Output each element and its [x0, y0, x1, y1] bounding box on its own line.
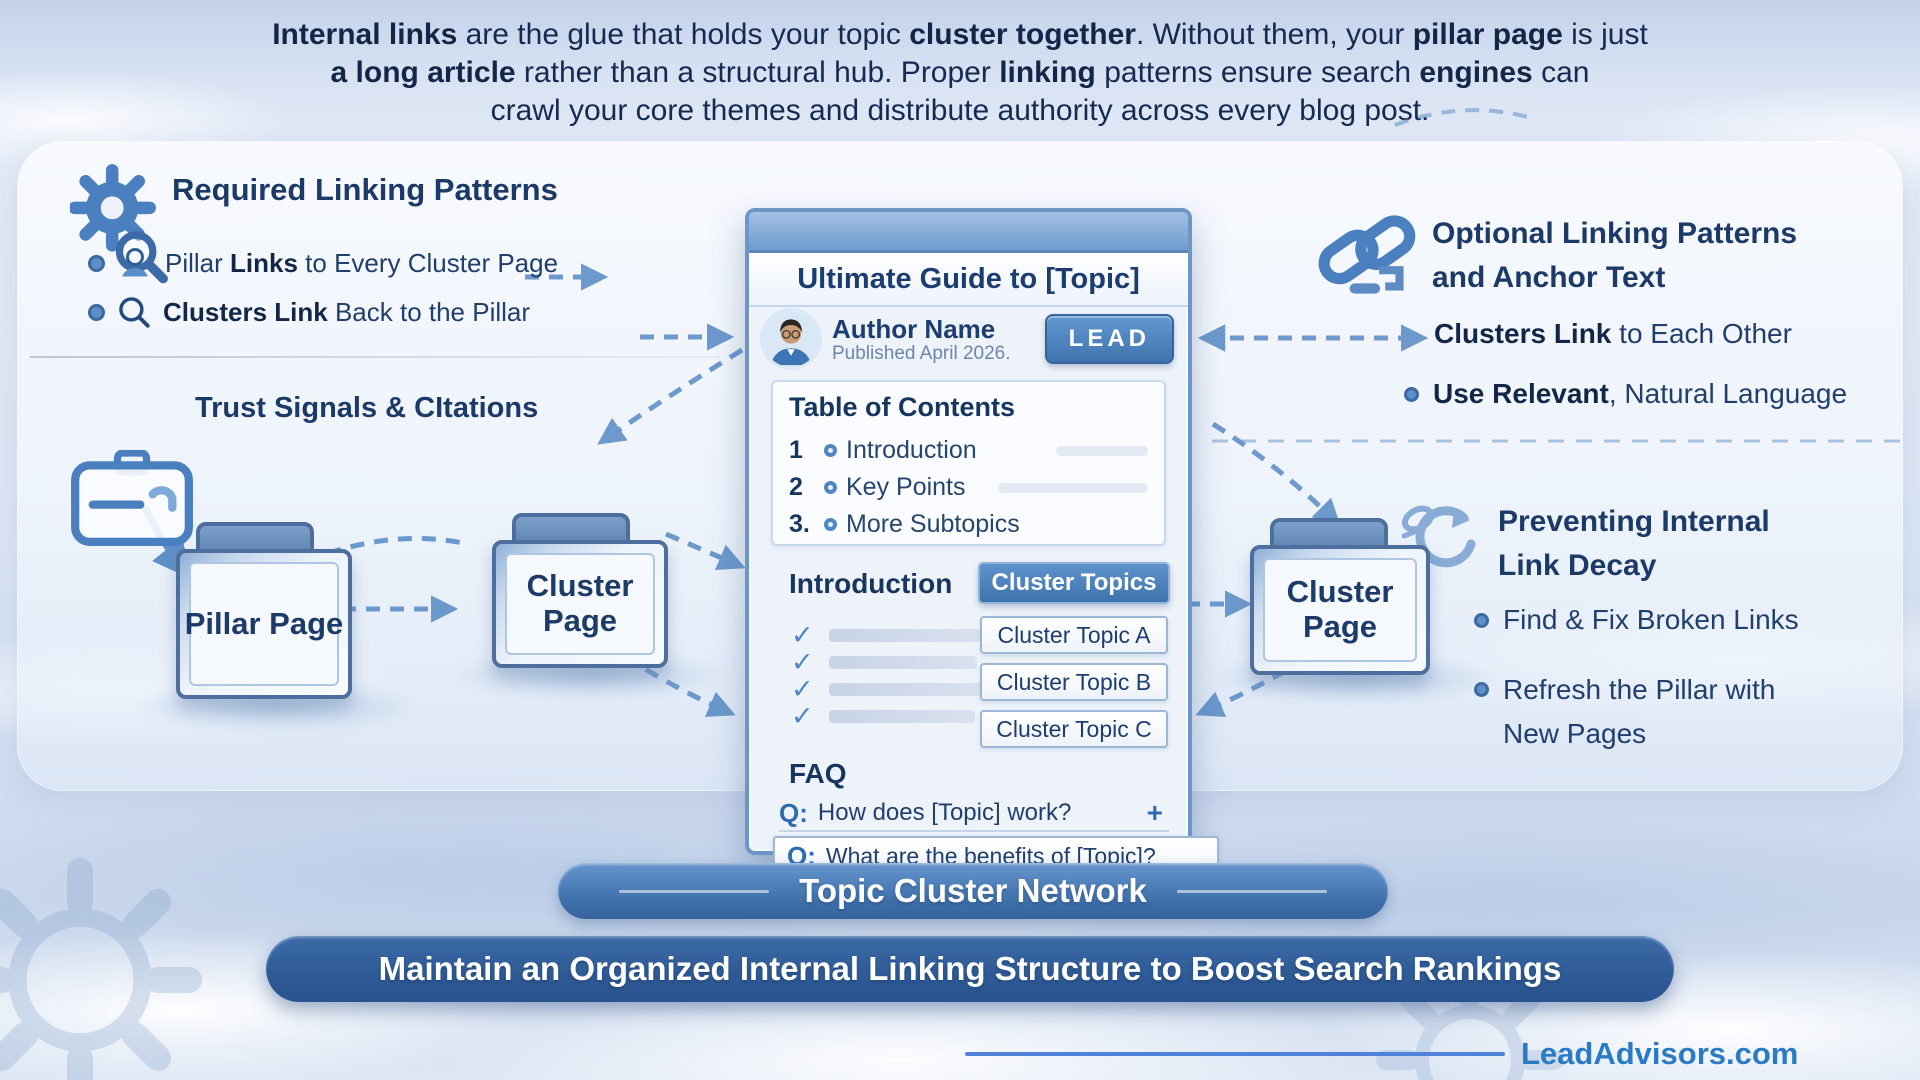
bullet-refresh-pillar: Refresh the Pillar with New Pages — [1474, 668, 1854, 756]
trust-signals-title: Trust Signals & CItations — [195, 392, 539, 424]
faq-question-1[interactable]: Q: How does [Topic] work? + — [779, 796, 1169, 832]
topic-cluster-network-banner: Topic Cluster Network — [558, 863, 1388, 919]
right-cluster-page-folder: Cluster Page — [1250, 518, 1430, 675]
topic-cluster-network-label: Topic Cluster Network — [799, 872, 1147, 909]
checklist-row: ✓ — [791, 673, 982, 704]
bullet-pillar-links: Pillar Links to Every Cluster Page — [88, 245, 558, 281]
bullet-dot — [1474, 612, 1489, 628]
toc-placeholder-bar — [1056, 445, 1148, 456]
checkmark-icon: ✓ — [791, 700, 814, 731]
bullet-pillar-links-text: Pillar Links to Every Cluster Page — [165, 247, 559, 278]
article-title: Ultimate Guide to [Topic] — [749, 253, 1188, 307]
bullet-dot — [88, 254, 105, 272]
toc-label: Key Points — [846, 473, 966, 501]
toc-link-icon — [824, 518, 837, 531]
background-gear-icon — [0, 857, 203, 1080]
cluster-topics-dropdown: Cluster Topic A Cluster Topic B Cluster … — [980, 616, 1168, 748]
checklist-row: ✓ — [791, 619, 981, 650]
link-decay-title: Preventing Internal Link Decay — [1498, 505, 1770, 582]
folder-face — [1263, 558, 1417, 662]
checklist-row: ✓ — [791, 646, 977, 677]
checkmark-icon: ✓ — [791, 619, 814, 650]
bullet-use-relevant: Use Relevant, Natural Language — [1404, 378, 1847, 410]
toc-item-introduction[interactable]: 1 Introduction — [789, 432, 1148, 469]
checkmark-icon: ✓ — [791, 646, 814, 677]
intro-paragraph: Internal links are the glue that holds y… — [210, 16, 1710, 130]
cluster-topic-a[interactable]: Cluster Topic A — [980, 616, 1168, 654]
toc-number: 1 — [789, 436, 803, 464]
main-takeaway-banner: Maintain an Organized Internal Linking S… — [266, 936, 1674, 1002]
bullet-clusters-link-each-other: Clusters Link to Each Other — [1434, 318, 1792, 349]
cluster-page-label: Cluster Page — [526, 568, 634, 638]
toc-item-more-subtopics[interactable]: 3. More Subtopics — [789, 506, 1148, 543]
bullet-clusters-link-back: Clusters Link Back to the Pillar — [88, 295, 530, 329]
intro-line-3: crawl your core themes and distribute au… — [490, 94, 1430, 127]
cluster-page-label: Cluster Page — [1286, 574, 1394, 644]
author-name: Author Name — [832, 313, 996, 344]
banner-sideline — [1176, 889, 1327, 893]
footer-divider-line — [965, 1052, 1505, 1056]
intro-line-2: a long article rather than a structural … — [330, 56, 1590, 89]
cluster-topic-b[interactable]: Cluster Topic B — [980, 663, 1168, 701]
author-avatar — [763, 311, 819, 367]
published-date: Published April 2026. — [832, 342, 1011, 364]
toc-title: Table of Contents — [789, 392, 1015, 422]
search-icon — [119, 297, 150, 328]
author-row: Author Name Published April 2026. LEAD — [763, 310, 1174, 368]
required-linking-title: Required Linking Patterns — [172, 172, 558, 207]
main-takeaway-text: Maintain an Organized Internal Linking S… — [378, 950, 1562, 987]
brand-link[interactable]: LeadAdvisors.com — [1521, 1036, 1799, 1071]
optional-linking-title: Optional Linking Patterns and Anchor Tex… — [1432, 217, 1798, 294]
pillar-page-folder: Pillar Page — [176, 522, 352, 699]
introduction-heading: Introduction — [789, 568, 953, 599]
bullet-dot — [1404, 386, 1419, 402]
footer: LeadAdvisors.com — [965, 1036, 1798, 1072]
toc-number: 2 — [789, 473, 803, 501]
cluster-topic-c[interactable]: Cluster Topic C — [980, 710, 1168, 748]
table-of-contents: Table of Contents 1 Introduction 2 Key P… — [771, 380, 1166, 546]
expand-plus-icon[interactable]: + — [1146, 797, 1163, 828]
banner-sideline — [619, 889, 770, 893]
person-icon — [122, 248, 148, 277]
toc-number: 3. — [789, 510, 810, 538]
gear-search-icon — [70, 164, 168, 284]
link-refresh-icon — [1401, 505, 1476, 568]
checkmark-icon: ✓ — [791, 673, 814, 704]
checklist-row: ✓ — [791, 700, 975, 731]
toc-label: Introduction — [846, 436, 977, 464]
toc-label: More Subtopics — [846, 510, 1020, 538]
cluster-topics-button[interactable]: Cluster Topics — [978, 562, 1170, 604]
left-cluster-page-folder: Cluster Page — [492, 513, 668, 668]
faq-question-1-text: How does [Topic] work? — [817, 799, 1072, 826]
toc-link-icon — [824, 481, 837, 494]
bullet-find-fix-broken-links: Find & Fix Broken Links — [1474, 604, 1799, 636]
card-window-bar — [749, 212, 1188, 253]
lead-button[interactable]: LEAD — [1044, 314, 1174, 364]
blog-article-card: Ultimate Guide to [Topic] Author Name Pu… — [745, 208, 1219, 876]
id-card-icon — [71, 450, 193, 546]
intro-line-1: Internal links are the glue that holds y… — [272, 18, 1648, 51]
chain-link-icon — [1318, 215, 1416, 294]
toc-item-key-points[interactable]: 2 Key Points — [789, 469, 1148, 506]
folder-face — [189, 562, 339, 686]
toc-placeholder-bar — [998, 482, 1148, 493]
left-divider — [30, 356, 720, 358]
toc-link-icon — [824, 444, 837, 457]
bullet-clusters-link-back-text: Clusters Link Back to the Pillar — [163, 296, 531, 327]
bullet-dot — [88, 303, 105, 321]
faq-heading: FAQ — [789, 758, 847, 789]
q-prefix: Q: — [779, 797, 808, 828]
pillar-page-label: Pillar Page — [184, 605, 344, 641]
folder-face — [505, 553, 655, 655]
